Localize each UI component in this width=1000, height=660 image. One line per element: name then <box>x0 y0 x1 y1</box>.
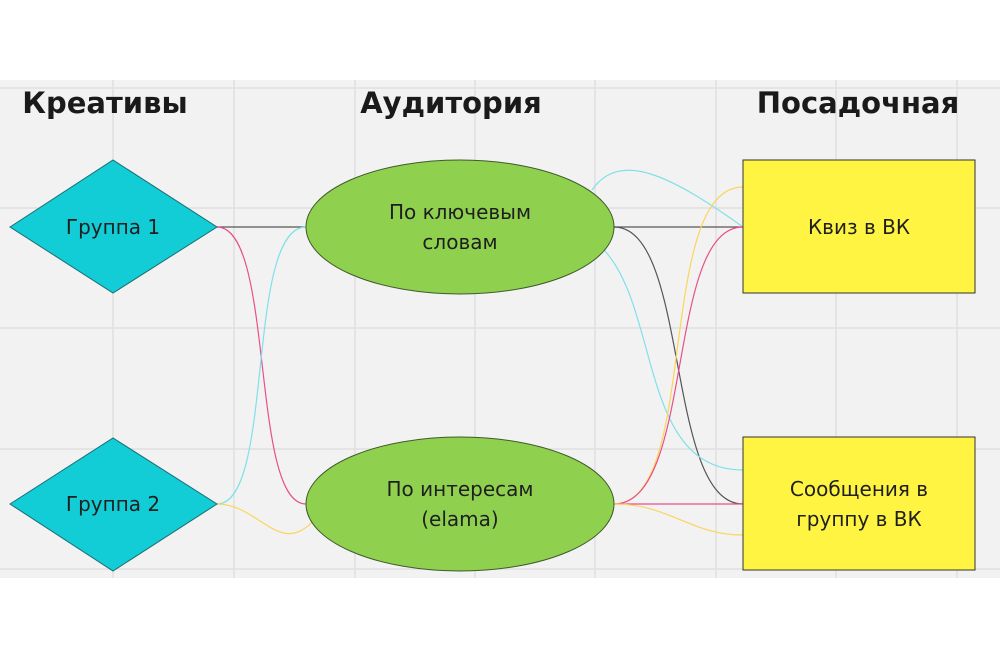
connector-keywords-messages-cyan[interactable] <box>603 249 744 471</box>
label-quiz: Квиз в ВК <box>807 215 911 239</box>
header-audience: Аудитория <box>360 86 542 120</box>
label-keywords: По ключевым словам <box>388 200 532 254</box>
diamond-group-2[interactable] <box>9 437 218 572</box>
ellipse-keywords[interactable] <box>305 159 615 295</box>
connector-keywords-messages-black[interactable] <box>613 226 744 505</box>
connector-g1-interests[interactable] <box>216 226 307 505</box>
label-interests: По интересам (elama) <box>386 477 534 531</box>
connector-g2-interests[interactable] <box>216 503 317 535</box>
connector-keywords-quiz-cyan[interactable] <box>591 169 744 228</box>
label-group-1: Группа 1 <box>65 215 161 239</box>
rect-quiz[interactable] <box>742 159 976 294</box>
header-creatives: Креативы <box>22 86 188 120</box>
connector-interests-messages-yellow[interactable] <box>613 503 744 536</box>
ellipse-interests[interactable] <box>305 436 615 572</box>
diamond-group-1[interactable] <box>9 159 218 294</box>
header-landing: Посадочная <box>756 86 960 120</box>
rect-messages[interactable] <box>742 436 976 571</box>
connector-g2-keywords[interactable] <box>216 226 307 505</box>
label-messages: Сообщения в группу в ВК <box>789 477 929 531</box>
connector-interests-quiz-pink[interactable] <box>613 226 744 505</box>
label-group-2: Группа 2 <box>65 492 161 516</box>
